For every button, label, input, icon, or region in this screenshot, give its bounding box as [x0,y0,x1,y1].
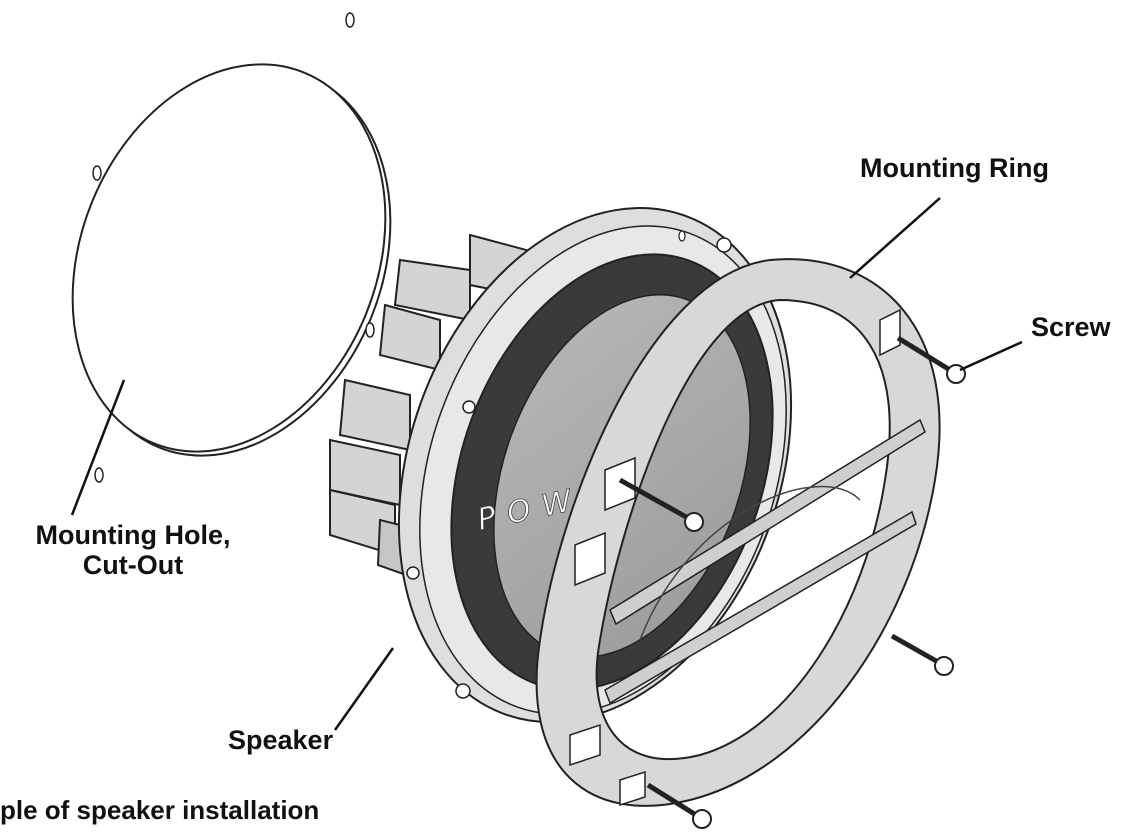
screw [890,633,954,676]
leader-mounting-ring [849,197,941,279]
cutout-hole [94,467,104,483]
leader-mounting-hole [70,379,126,516]
flange-hole [462,400,476,414]
cutout-hole [92,165,102,181]
mounting-ring [535,258,941,807]
mounting-hole-label: Mounting Hole, Cut-Out [8,520,258,580]
flange-hole [716,237,732,253]
screw-label: Screw [1031,312,1111,342]
mounting-hole-label-line2: Cut-Out [82,550,184,581]
mounting-hole-label-line1: Mounting Hole, [35,520,231,550]
leader-lines [70,197,1023,731]
figure-caption: ple of speaker installation [0,795,320,825]
screws [618,335,966,829]
flange-hole [455,683,471,699]
flange-hole [406,566,420,580]
mounting-ring-label: Mounting Ring [860,153,1049,183]
cutout-panel [71,12,392,483]
leader-screw [959,340,1023,372]
speaker-label: Speaker [228,725,334,755]
cutout-hole [365,322,375,338]
screw [646,782,712,829]
screw [618,477,704,532]
leader-speaker [333,647,395,731]
cutout-hole [345,12,355,28]
